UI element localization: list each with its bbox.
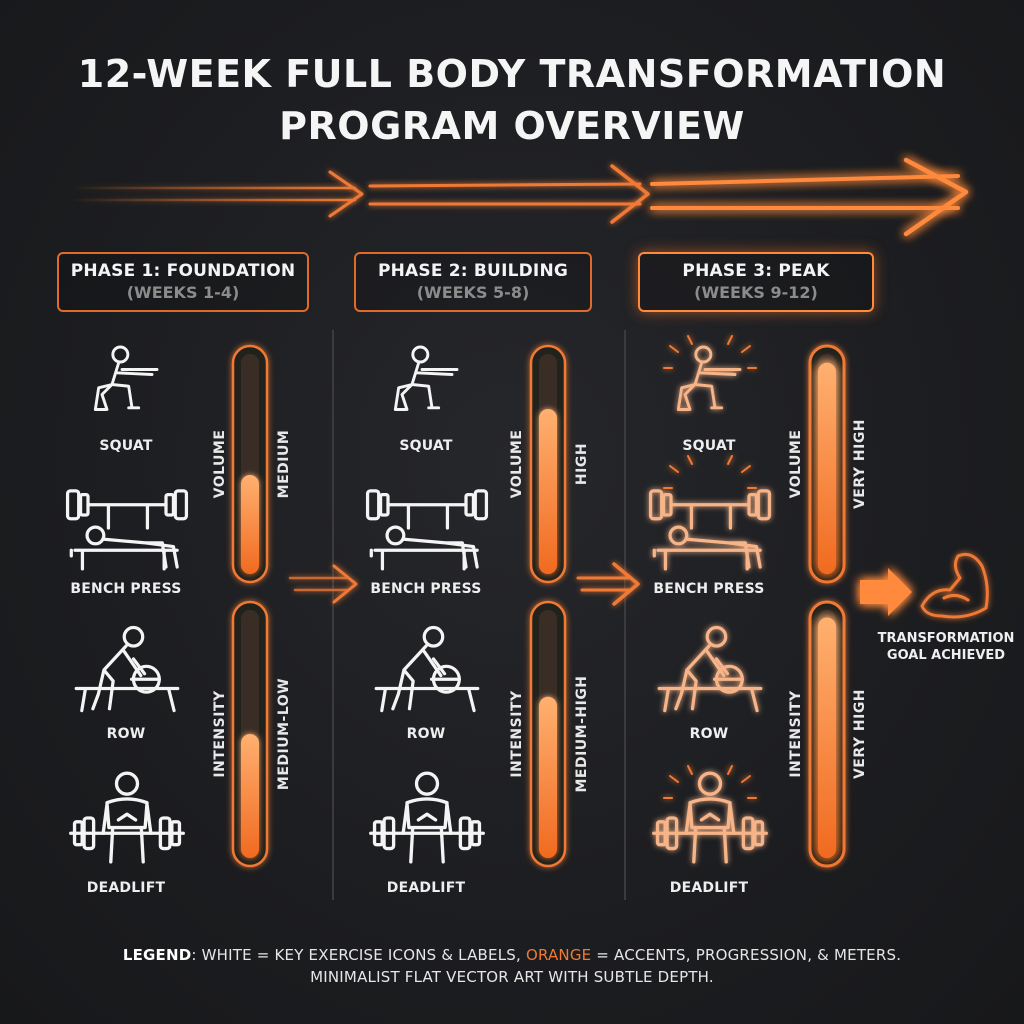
legend-white-part: : WHITE = KEY EXERCISE ICONS & LABELS, <box>191 946 526 964</box>
phase-2-bench-label: BENCH PRESS <box>370 581 482 597</box>
phase-2-row-icon <box>374 625 480 713</box>
legend-orange-word: ORANGE <box>525 946 592 964</box>
phase-2-squat-icon <box>393 345 459 412</box>
phase-1-intensity-fill <box>241 734 259 858</box>
phase-1-intensity-value: MEDIUM-LOW <box>276 677 292 791</box>
phase-3-intensity-label: INTENSITY <box>788 690 804 778</box>
top-progression-arrows <box>68 157 969 237</box>
phase-3-squat-icon <box>676 345 742 412</box>
progression-arrow-3 <box>650 174 960 210</box>
phase-1-bench-label: BENCH PRESS <box>70 581 182 597</box>
phase-3-weeks: (WEEKS 9-12) <box>694 283 818 302</box>
phase-1-weeks: (WEEKS 1-4) <box>126 283 240 302</box>
phase-1-volume-label: VOLUME <box>212 429 228 499</box>
goal-line-1: TRANSFORMATION <box>877 631 1015 646</box>
phase-transition-arrow-2 <box>576 562 640 606</box>
phase-3-title: PHASE 3: PEAK <box>682 261 830 281</box>
phase-3-burst-icon <box>663 765 757 799</box>
phase-3-bench-label: BENCH PRESS <box>653 581 765 597</box>
phase-1-volume-fill <box>241 475 259 574</box>
meters-layer <box>231 344 846 868</box>
phase-2-intensity-fill <box>539 696 557 858</box>
phase-1-bench-press-icon <box>65 489 189 571</box>
phase-2-intensity-value: MEDIUM-HIGH <box>574 675 590 793</box>
phase-3-volume-meter <box>808 344 846 584</box>
goal-arrow-icon <box>860 568 912 616</box>
phase-3-intensity-meter <box>808 600 846 868</box>
legend-line-2: MINIMALIST FLAT VECTOR ART WITH SUBTLE D… <box>310 968 714 986</box>
phase-1-intensity-meter <box>231 600 269 868</box>
phase-3-deadlift-label: DEADLIFT <box>669 880 749 896</box>
phase-1-title: PHASE 1: FOUNDATION <box>70 261 296 281</box>
phase-2-volume-meter <box>529 344 567 584</box>
phase-2-deadlift-label: DEADLIFT <box>386 880 466 896</box>
legend-line-1: LEGEND: WHITE = KEY EXERCISE ICONS & LAB… <box>0 944 1024 966</box>
page-title: 12-WEEK FULL BODY TRANSFORMATION PROGRAM… <box>0 48 1024 152</box>
phase-1-header: PHASE 1: FOUNDATION (WEEKS 1-4) <box>57 252 309 312</box>
progression-arrow-2 <box>368 182 642 206</box>
phase-2-volume-value: HIGH <box>574 442 590 486</box>
phase-2-title: PHASE 2: BUILDING <box>377 261 569 281</box>
phase-1-squat-label: SQUAT <box>99 438 153 454</box>
phase-3-volume-label: VOLUME <box>788 429 804 499</box>
phase-3-row-icon <box>657 625 763 713</box>
phase-2-deadlift-icon <box>369 771 485 864</box>
phase-1-intensity-label: INTENSITY <box>212 690 228 778</box>
phase-1-squat-icon <box>93 345 159 412</box>
phase-3-burst-icon <box>663 455 757 489</box>
phase-3-row-label: ROW <box>689 726 729 742</box>
phase-3-intensity-value: VERY HIGH <box>852 688 868 780</box>
progression-arrow-1 <box>68 186 357 202</box>
exercise-icons-layer <box>65 335 772 864</box>
phase-2-row-label: ROW <box>406 726 446 742</box>
phase-3-volume-fill <box>818 362 836 574</box>
phase-1-deadlift-icon <box>69 771 185 864</box>
legend-key: LEGEND <box>122 946 192 964</box>
legend: LEGEND: WHITE = KEY EXERCISE ICONS & LAB… <box>0 944 1024 988</box>
phase-2-weeks: (WEEKS 5-8) <box>416 283 530 302</box>
phase-2-header: PHASE 2: BUILDING (WEEKS 5-8) <box>354 252 592 312</box>
legend-rest: = ACCENTS, PROGRESSION, & METERS. <box>591 946 902 964</box>
phase-2-bench-press-icon <box>365 489 489 571</box>
phase-1-volume-meter <box>231 344 269 584</box>
title-line-2: PROGRAM OVERVIEW <box>279 104 745 148</box>
phase-3-intensity-fill <box>818 617 836 858</box>
phase-1-volume-value: MEDIUM <box>276 429 292 499</box>
goal-text: TRANSFORMATION GOAL ACHIEVED <box>868 630 1024 664</box>
phase-2-volume-label: VOLUME <box>509 429 525 499</box>
phase-3-header: PHASE 3: PEAK (WEEKS 9-12) <box>638 252 874 312</box>
phase-2-intensity-label: INTENSITY <box>509 690 525 778</box>
phase-1-row-label: ROW <box>106 726 146 742</box>
phase-transition-arrow-1 <box>288 564 358 604</box>
phase-3-burst-icon <box>663 335 757 369</box>
goal-line-2: GOAL ACHIEVED <box>886 648 1006 663</box>
phase-1-row-icon <box>74 625 180 713</box>
flexed-arm-icon <box>920 552 989 619</box>
phase-3-deadlift-icon <box>652 771 768 864</box>
phase-2-volume-fill <box>539 409 557 574</box>
phase-3-squat-label: SQUAT <box>682 438 736 454</box>
phase-1-deadlift-label: DEADLIFT <box>86 880 166 896</box>
phase-3-volume-value: VERY HIGH <box>852 418 868 510</box>
title-line-1: 12-WEEK FULL BODY TRANSFORMATION <box>77 52 947 96</box>
phase-2-squat-label: SQUAT <box>399 438 453 454</box>
phase-3-bench-press-icon <box>648 489 772 571</box>
phase-2-intensity-meter <box>529 600 567 868</box>
